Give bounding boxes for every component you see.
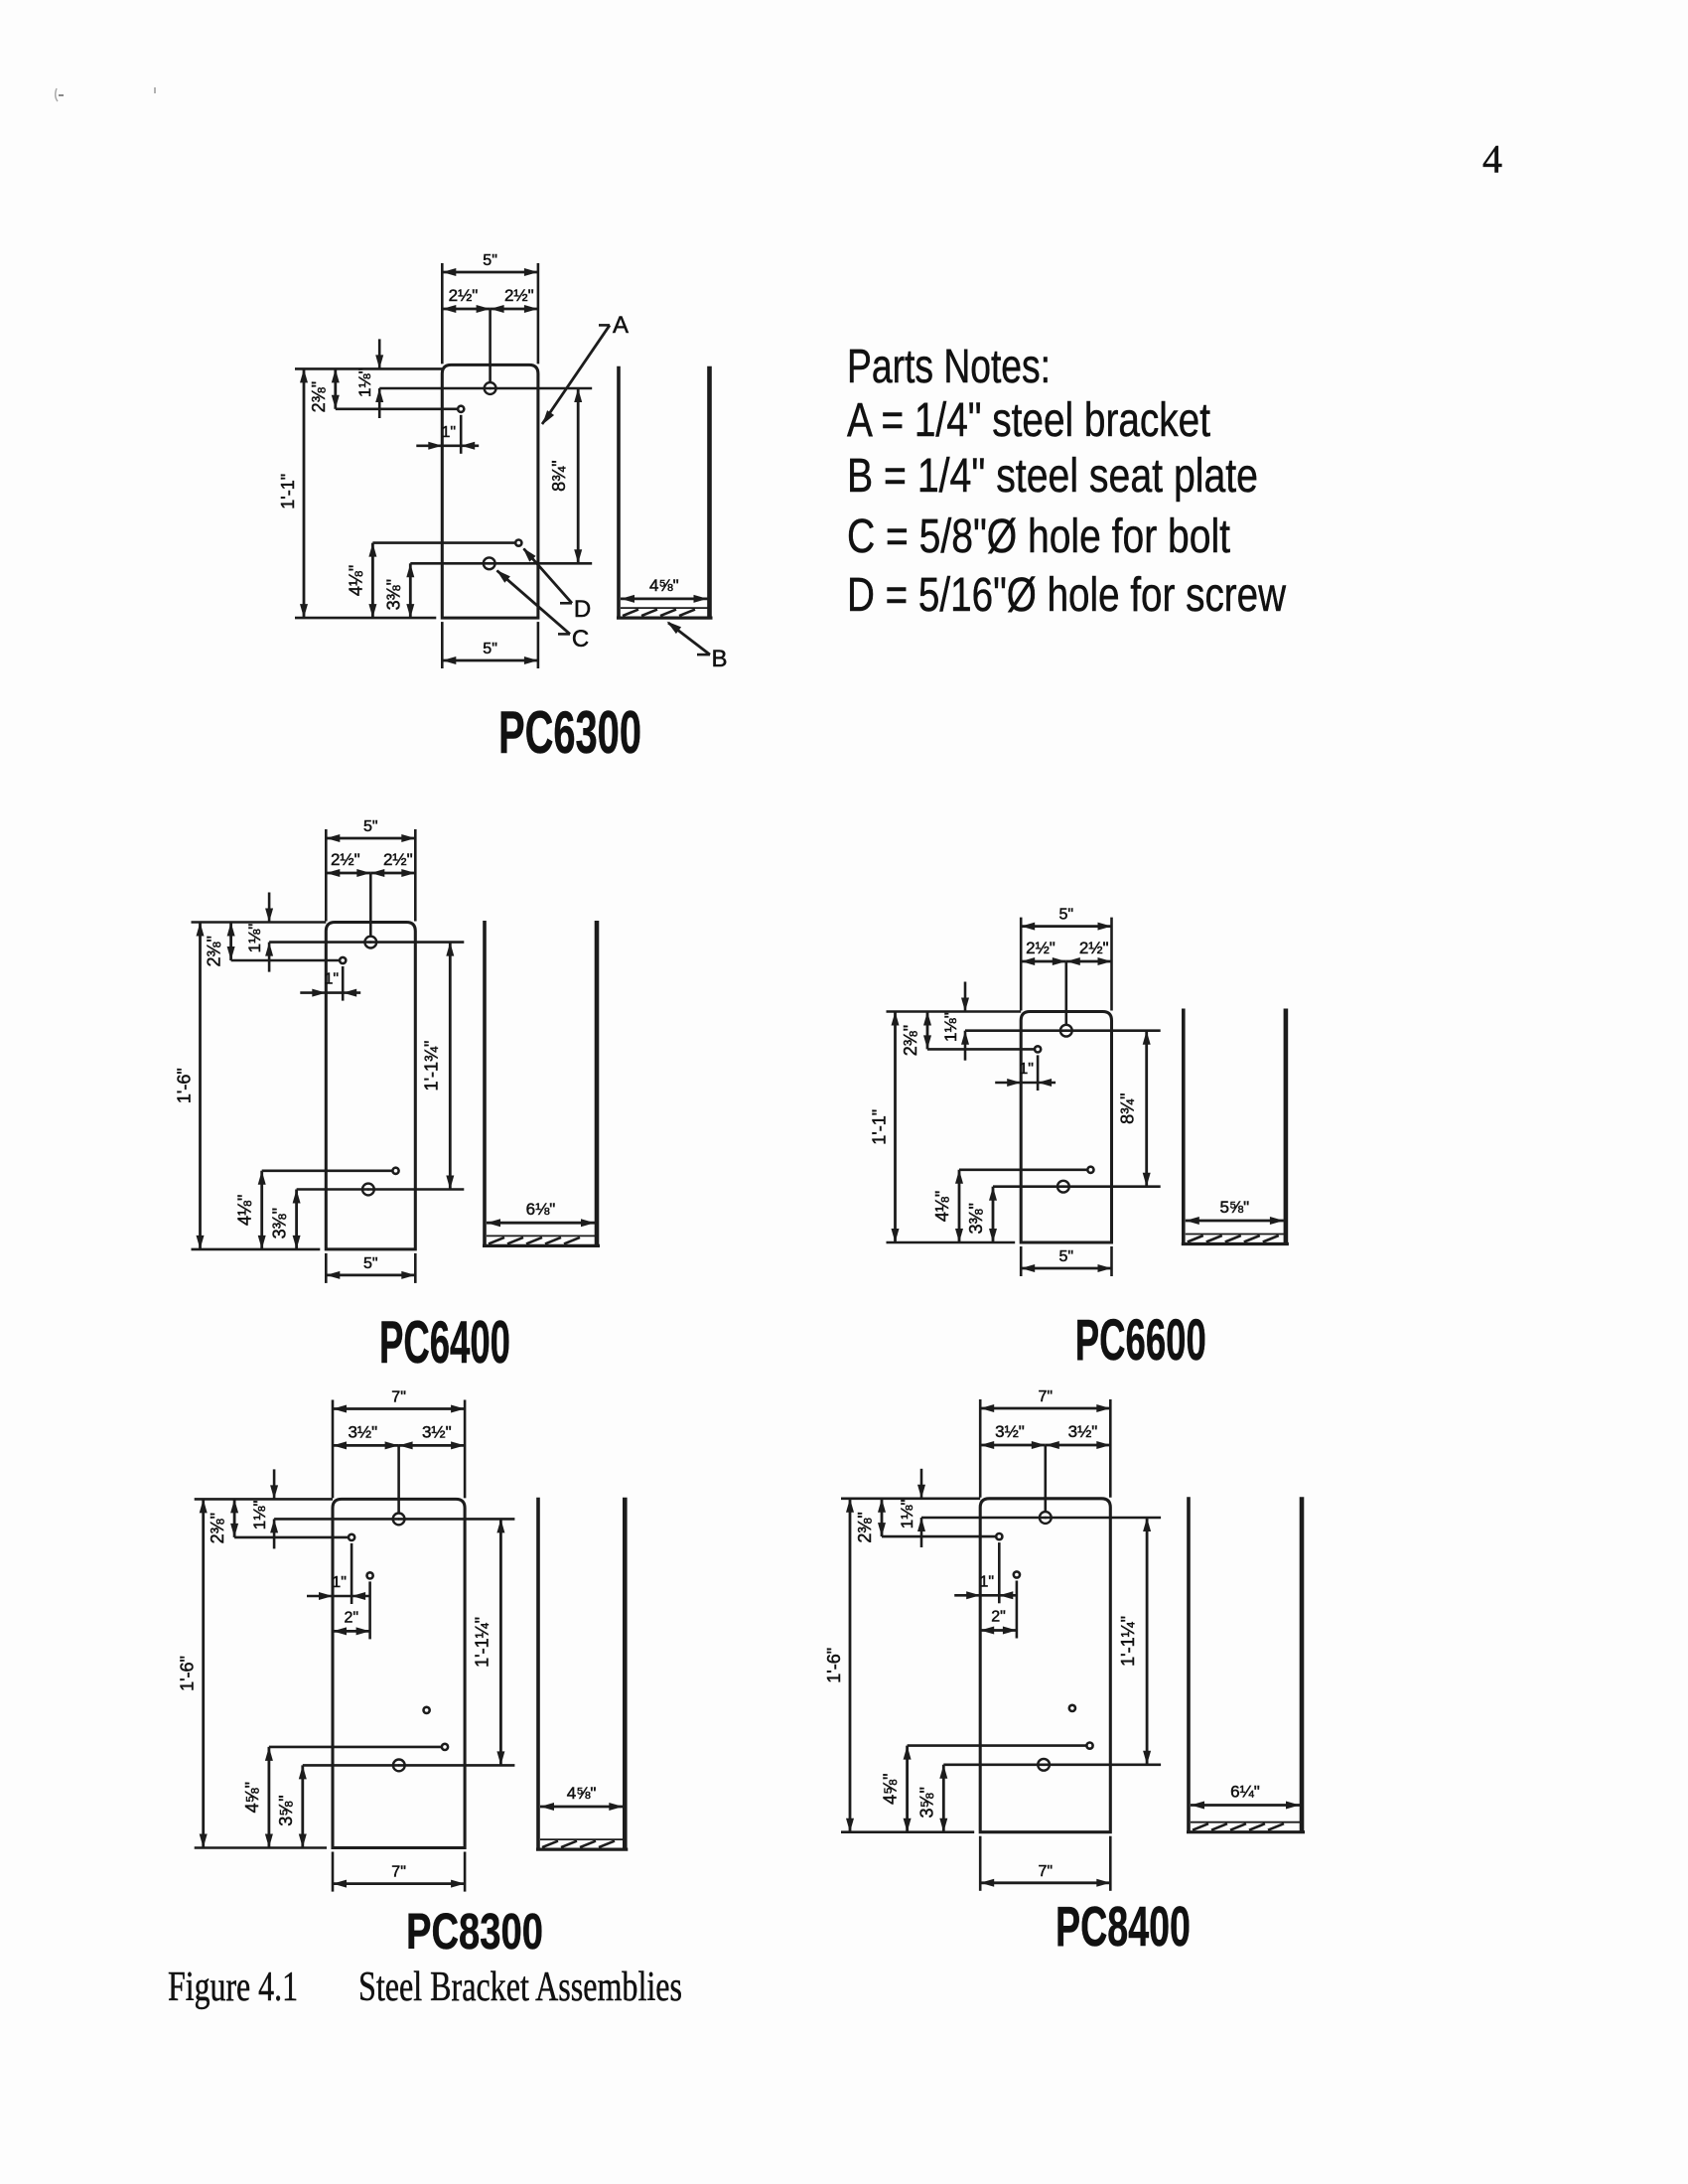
svg-text:PC6400: PC6400 — [379, 1309, 510, 1376]
svg-text:2⅜": 2⅜" — [309, 381, 329, 412]
svg-text:5": 5" — [483, 641, 497, 657]
svg-text:PC8400: PC8400 — [1055, 1895, 1191, 1959]
svg-text:6¼": 6¼" — [1230, 1783, 1260, 1802]
svg-text:1": 1" — [442, 424, 457, 441]
svg-text:6⅛": 6⅛" — [526, 1200, 556, 1219]
svg-text:1'-6": 1'-6" — [824, 1648, 844, 1683]
svg-text:2½": 2½" — [1079, 939, 1109, 957]
svg-text:5⅝": 5⅝" — [1219, 1198, 1249, 1217]
svg-text:B: B — [711, 646, 727, 672]
svg-text:D = 5/16"Ø hole for screw: D = 5/16"Ø hole for screw — [847, 569, 1286, 622]
svg-text:1": 1" — [332, 1574, 347, 1591]
svg-text:Steel Bracket Assemblies: Steel Bracket Assemblies — [358, 1965, 682, 2010]
svg-text:3½": 3½" — [995, 1422, 1025, 1441]
svg-text:7": 7" — [391, 1389, 406, 1406]
svg-text:5": 5" — [483, 252, 497, 269]
svg-text:1⅛": 1⅛" — [941, 1012, 960, 1042]
svg-text:2½": 2½" — [331, 850, 360, 869]
svg-text:2½": 2½" — [504, 286, 534, 305]
svg-text:2": 2" — [345, 1609, 359, 1626]
svg-text:2⅜": 2⅜" — [208, 1513, 227, 1543]
svg-text:3⅜": 3⅜" — [270, 1208, 290, 1238]
svg-text:1": 1" — [980, 1573, 995, 1590]
svg-text:PC6600: PC6600 — [1075, 1308, 1206, 1373]
svg-text:5": 5" — [1059, 1248, 1074, 1265]
svg-text:3⅝": 3⅝" — [916, 1787, 936, 1818]
svg-text:7": 7" — [391, 1864, 406, 1881]
svg-text:1'-1": 1'-1" — [870, 1109, 890, 1145]
svg-text:PC6300: PC6300 — [498, 699, 641, 766]
svg-text:1'-1¾": 1'-1¾" — [421, 1041, 441, 1092]
svg-text:5": 5" — [1059, 907, 1074, 924]
svg-text:3⅜": 3⅜" — [966, 1203, 986, 1234]
svg-text:1'-1¼": 1'-1¼" — [472, 1617, 492, 1668]
svg-text:1'-1¼": 1'-1¼" — [1118, 1616, 1138, 1667]
svg-text:D: D — [574, 596, 591, 623]
svg-text:3½": 3½" — [1068, 1422, 1098, 1441]
svg-text:7": 7" — [1039, 1863, 1054, 1880]
svg-text:3⅝": 3⅝" — [276, 1795, 296, 1825]
svg-text:A = 1/4" steel bracket: A = 1/4" steel bracket — [847, 394, 1210, 447]
svg-text:2⅜": 2⅜" — [855, 1512, 875, 1542]
svg-text:1⅛": 1⅛" — [245, 924, 264, 953]
svg-text:5": 5" — [363, 818, 378, 835]
svg-text:3½": 3½" — [348, 1422, 377, 1441]
svg-text:4⅛": 4⅛" — [346, 565, 365, 596]
svg-text:A: A — [613, 312, 629, 339]
svg-text:4⅝": 4⅝" — [242, 1782, 262, 1813]
svg-text:4⅝": 4⅝" — [881, 1773, 901, 1804]
svg-text:1'-1": 1'-1" — [278, 474, 298, 510]
svg-text:4: 4 — [1482, 137, 1502, 182]
svg-text:C: C — [572, 626, 589, 653]
svg-text:4⅝": 4⅝" — [567, 1784, 597, 1803]
svg-text:4⅛": 4⅛" — [235, 1195, 255, 1226]
svg-text:4⅛": 4⅛" — [932, 1191, 952, 1222]
svg-text:7": 7" — [1039, 1388, 1054, 1405]
svg-text:2⅜": 2⅜" — [205, 936, 224, 966]
svg-text:5": 5" — [363, 1255, 378, 1272]
svg-text:1⅛": 1⅛" — [898, 1500, 916, 1529]
svg-text:Parts Notes:: Parts Notes: — [847, 341, 1051, 393]
svg-text:4⅝": 4⅝" — [649, 576, 679, 595]
svg-text:8¾": 8¾" — [1118, 1092, 1138, 1123]
svg-text:C = 5/8"Ø hole for bolt: C = 5/8"Ø hole for bolt — [847, 510, 1230, 563]
svg-text:Figure 4.1: Figure 4.1 — [168, 1965, 298, 2010]
svg-text:2⅜": 2⅜" — [901, 1025, 920, 1056]
svg-text:1'-6": 1'-6" — [178, 1656, 198, 1691]
svg-text:2": 2" — [991, 1609, 1006, 1626]
svg-text:2½": 2½" — [1026, 939, 1055, 957]
svg-text:8¾": 8¾" — [549, 460, 569, 491]
svg-text:2½": 2½" — [383, 850, 413, 869]
svg-text:B = 1/4" steel seat plate: B = 1/4" steel seat plate — [847, 450, 1258, 503]
svg-text:2½": 2½" — [449, 286, 479, 305]
svg-text:1⅛": 1⅛" — [250, 1501, 269, 1530]
svg-text:1⅛": 1⅛" — [355, 367, 374, 397]
svg-text:1": 1" — [1019, 1061, 1034, 1078]
svg-text:1": 1" — [325, 971, 340, 988]
svg-text:3½": 3½" — [422, 1422, 452, 1441]
svg-text:PC8300: PC8300 — [406, 1903, 543, 1960]
svg-text:3⅜": 3⅜" — [383, 579, 403, 610]
svg-text:1'-6": 1'-6" — [175, 1068, 195, 1103]
